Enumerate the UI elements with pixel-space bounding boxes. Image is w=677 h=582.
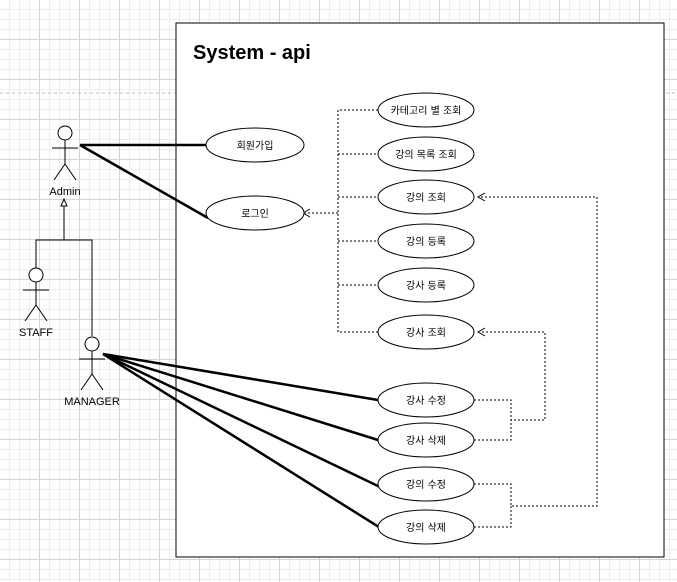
include-trunk-line	[337, 109, 378, 333]
generalization-arrow-head	[60, 197, 68, 207]
use-case-category-lookup[interactable]: 카테고리 별 조회	[377, 92, 475, 128]
actor-admin[interactable]: Admin	[49, 125, 81, 198]
use-case-instructor-register[interactable]: 강사 등록	[377, 267, 475, 303]
use-case-signup[interactable]: 회원가입	[205, 127, 305, 163]
association-manager-course-delete[interactable]	[102, 352, 383, 531]
generalization-links	[35, 197, 93, 336]
actor-staff[interactable]: STAFF	[19, 267, 53, 339]
actor-manager-head	[84, 336, 100, 352]
course-lookup-links	[474, 192, 598, 528]
use-case-instructor-register-label: 강사 등록	[406, 280, 446, 292]
login-include-links	[301, 109, 378, 333]
association-manager-course-edit[interactable]	[102, 352, 381, 489]
actor-manager-label: MANAGER	[64, 396, 120, 408]
use-case-login[interactable]: 로그인	[205, 195, 305, 231]
use-case-course-lookup[interactable]: 강의 조회	[377, 179, 475, 215]
association-manager-instructor-delete[interactable]	[102, 352, 379, 442]
use-case-signup-label: 회원가입	[237, 139, 274, 152]
actor-manager[interactable]: MANAGER	[64, 336, 120, 408]
use-case-course-list[interactable]: 강의 목록 조회	[377, 136, 475, 172]
actor-admin-label: Admin	[49, 186, 80, 198]
instructor-lookup-arrow-head	[476, 327, 486, 337]
use-case-course-delete[interactable]: 강의 삭제	[377, 509, 475, 545]
instructor-edit-to-lookup-line	[474, 331, 546, 421]
use-case-instructor-delete-label: 강사 삭제	[406, 435, 446, 447]
use-case-instructor-lookup[interactable]: 강사 조회	[377, 314, 475, 350]
use-case-course-lookup-label: 강의 조회	[406, 192, 446, 204]
generalization-line	[35, 239, 93, 336]
use-case-course-edit-label: 강의 수정	[406, 479, 446, 491]
instructor-lookup-links	[474, 327, 546, 441]
use-case-instructor-delete[interactable]: 강사 삭제	[377, 422, 475, 458]
course-lookup-arrow-head	[476, 192, 486, 202]
system-title: System - api	[193, 42, 311, 64]
use-case-course-register[interactable]: 강의 등록	[377, 223, 475, 259]
course-edit-to-lookup-line	[474, 196, 598, 507]
use-case-category-lookup-label: 카테고리 별 조회	[391, 105, 462, 117]
use-case-login-label: 로그인	[241, 208, 269, 220]
use-case-course-register-label: 강의 등록	[406, 236, 446, 248]
use-case-course-delete-label: 강의 삭제	[406, 522, 446, 534]
course-delete-to-lookup-line	[474, 506, 512, 528]
actor-staff-label: STAFF	[19, 327, 53, 339]
association-manager-instructor-edit[interactable]	[102, 352, 379, 402]
use-case-instructor-lookup-label: 강사 조회	[406, 327, 446, 339]
instructor-delete-to-lookup-line	[474, 420, 512, 441]
actor-staff-head	[28, 267, 44, 283]
use-case-instructor-edit-label: 강사 수정	[406, 395, 446, 407]
use-case-course-edit[interactable]: 강의 수정	[377, 466, 475, 502]
use-case-course-list-label: 강의 목록 조회	[395, 149, 457, 161]
use-case-instructor-edit[interactable]: 강사 수정	[377, 382, 475, 418]
association-admin-login[interactable]	[79, 143, 209, 220]
actor-admin-head	[57, 125, 73, 141]
